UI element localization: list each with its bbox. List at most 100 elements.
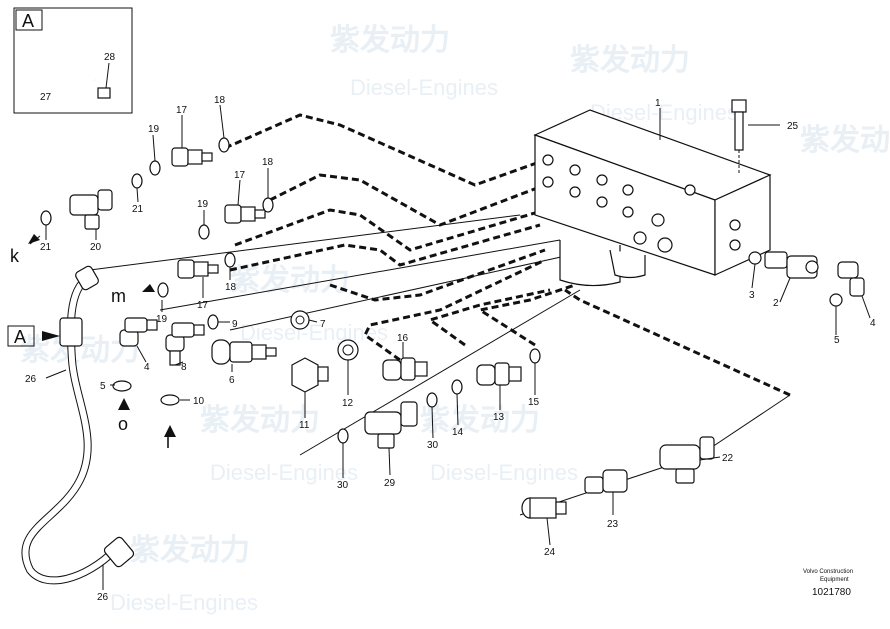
leader-28 [105, 62, 110, 89]
pipe-line-4 [229, 223, 541, 272]
callout-4: 4 [870, 318, 876, 329]
callout-8: 8 [181, 362, 187, 373]
callout-16: 16 [397, 333, 409, 344]
tee-22 [659, 436, 715, 484]
arrow-m [142, 284, 155, 292]
block-side [714, 174, 771, 276]
callout-15: 15 [528, 397, 540, 408]
watermark-cn: 紫发动力 [800, 124, 890, 157]
callout-30a: 30 [337, 480, 349, 491]
callout-23: 23 [607, 519, 619, 530]
plug-11 [291, 357, 329, 393]
pipe-line-8 [476, 283, 576, 347]
callout-24: 24 [544, 547, 556, 558]
callout-10: 10 [193, 396, 205, 407]
sensor-2-body [764, 251, 788, 269]
callout-29: 29 [384, 478, 396, 489]
watermark-cn: 紫发动力 [200, 404, 320, 437]
callout-27: 27 [40, 92, 52, 103]
clip-28 [97, 87, 111, 99]
pipe-thin-1 [89, 214, 521, 271]
callout-17c: 17 [197, 300, 209, 311]
watermark-en: Diesel-Engines [430, 460, 578, 485]
pipe-line-1 [224, 113, 546, 187]
view-arrows [7, 234, 176, 437]
callout-5: 5 [834, 335, 840, 346]
callout-14: 14 [452, 427, 464, 438]
view-label-l: l [166, 432, 170, 452]
callout-labels: 1 2 3 4 5 4 5 6 7 8 9 10 11 12 13 14 15 … [10, 95, 876, 603]
watermark-cn: 紫发动力 [230, 264, 350, 297]
callout-12: 12 [342, 398, 354, 409]
view-label-k: k [10, 246, 20, 266]
elbow-4 [837, 261, 859, 279]
o-ring-18a [218, 137, 230, 153]
callout-17a: 17 [176, 105, 188, 116]
pipe-line-2 [269, 173, 546, 227]
callout-5b: 5 [100, 381, 106, 392]
leader-lines [45, 104, 871, 590]
pipe-line-7 [426, 288, 551, 347]
o-ring-5b [829, 293, 843, 307]
o-ring-30b [426, 392, 438, 408]
o-ring-10 [160, 394, 180, 406]
sensor-2-assembly [748, 251, 865, 307]
callout-26b: 26 [97, 592, 109, 603]
footer: Volvo Construction Equipment 1021780 [803, 569, 853, 598]
callout-18b: 18 [262, 157, 274, 168]
view-label-m: m [111, 286, 126, 306]
callout-22: 22 [722, 453, 734, 464]
footer-line-2: Equipment [820, 577, 849, 583]
arrow-o [118, 398, 130, 410]
o-ring-19b [198, 224, 210, 240]
watermark-cn: 紫发动力 [420, 404, 540, 437]
watermark-en: Diesel-Engines [240, 320, 388, 345]
detail-letter-box [15, 9, 43, 31]
document-number: 1021780 [812, 587, 851, 598]
o-ring-30a [337, 428, 349, 444]
pipe-thin-5 [699, 394, 791, 456]
callout-25: 25 [787, 121, 799, 132]
adapter-13 [476, 362, 522, 386]
watermark-cn: 紫发动力 [570, 44, 690, 77]
detail-letter: A [22, 11, 34, 31]
callout-13: 13 [493, 412, 505, 423]
pipe-line-9 [564, 288, 791, 397]
block-boss [559, 240, 621, 287]
callout-3: 3 [749, 290, 755, 301]
callout-11: 11 [299, 420, 310, 431]
view-label-o: o [118, 414, 128, 434]
callout-6: 6 [229, 375, 235, 386]
arrow-a [42, 331, 60, 341]
o-ring-21b [131, 173, 143, 189]
block-boss-2 [609, 249, 646, 279]
o-ring-15 [529, 348, 541, 364]
adapter-16 [382, 357, 428, 381]
callout-4b: 4 [144, 362, 150, 373]
tee-20 [69, 189, 113, 230]
callout-21a: 21 [40, 242, 52, 253]
callout-19a: 19 [148, 124, 160, 135]
callout-18c: 18 [225, 282, 237, 293]
pipe-lines [89, 113, 791, 516]
callout-a-box [7, 325, 35, 347]
pipe-line-5 [329, 248, 546, 302]
detail-frame [13, 7, 133, 114]
o-ring-3 [748, 251, 762, 265]
sensor-6 [211, 339, 277, 365]
adapter-23 [584, 469, 628, 494]
callout-7: 7 [320, 319, 326, 330]
sensor-17c [177, 259, 219, 279]
block-ports [542, 154, 741, 253]
callout-26a: 26 [25, 374, 37, 385]
callout-9: 9 [232, 319, 238, 330]
hose-26 [21, 265, 135, 585]
pipe-thin-3 [229, 254, 571, 331]
watermark-layer: 紫发动力 Diesel-Engines 紫发动力 Diesel-Engines … [20, 24, 890, 615]
elbow-4b [119, 317, 158, 347]
sensor-17a [171, 147, 213, 167]
callout-17b: 17 [234, 170, 246, 181]
o-ring-18b [262, 197, 274, 213]
